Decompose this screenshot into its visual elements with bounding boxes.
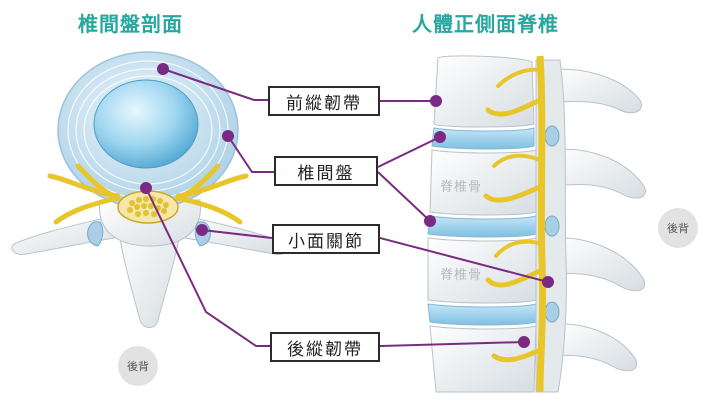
leader-alf-left (162, 68, 268, 101)
intervertebral-disc-2 (427, 215, 537, 238)
vertebra-label: 脊椎骨 (440, 268, 483, 283)
leader-plf-right (379, 341, 525, 347)
facet-joint-left (87, 221, 104, 247)
label-facet-joint: 小面關節 (272, 224, 380, 254)
facet-joints-lateral (544, 125, 560, 323)
title-lateral-spine: 人體正側面脊椎 (412, 12, 559, 36)
nerve-branches (492, 67, 544, 258)
lateral-spine (427, 55, 646, 393)
intervertebral-disc-3 (427, 303, 537, 326)
label-intervertebral-disc: 椎間盤 (274, 156, 378, 186)
spinous-process-1 (547, 68, 642, 114)
vertebral-body-1 (433, 55, 535, 128)
label-posterior-longitudinal-ligament: 後縱韌帶 (270, 332, 380, 362)
back-orientation-badge-right: 後背 (658, 208, 698, 248)
leader-disc-left (227, 135, 274, 173)
leader-plf-left (145, 187, 270, 347)
disc-cross-section (11, 51, 289, 328)
spinal-canal (117, 190, 179, 224)
leader-facet-left (201, 229, 273, 239)
nerve-roots-lateral (483, 97, 545, 363)
nerve-root-left (47, 163, 121, 225)
leader-disc-right-2 (377, 171, 431, 222)
leader-lines (140, 63, 554, 348)
leader-disc-right-1 (377, 136, 441, 168)
nerve-bundle (127, 196, 169, 217)
spinous-process-3 (551, 237, 646, 292)
back-orientation-badge-left: 後背 (118, 346, 158, 386)
title-disc-cross-section: 椎間盤剖面 (78, 12, 183, 36)
spinous-process (117, 221, 183, 328)
vertebra-label: 脊椎骨 (440, 180, 483, 195)
spinous-process-4 (551, 323, 638, 372)
spinal-cord (536, 55, 547, 393)
nerve-root-right (175, 163, 249, 225)
spinous-process-2 (551, 148, 646, 199)
label-anterior-longitudinal-ligament: 前縱韌帶 (268, 86, 380, 116)
intervertebral-disc-1 (431, 127, 535, 150)
nucleus-pulposus (93, 79, 199, 169)
leader-facet-right (379, 237, 549, 283)
